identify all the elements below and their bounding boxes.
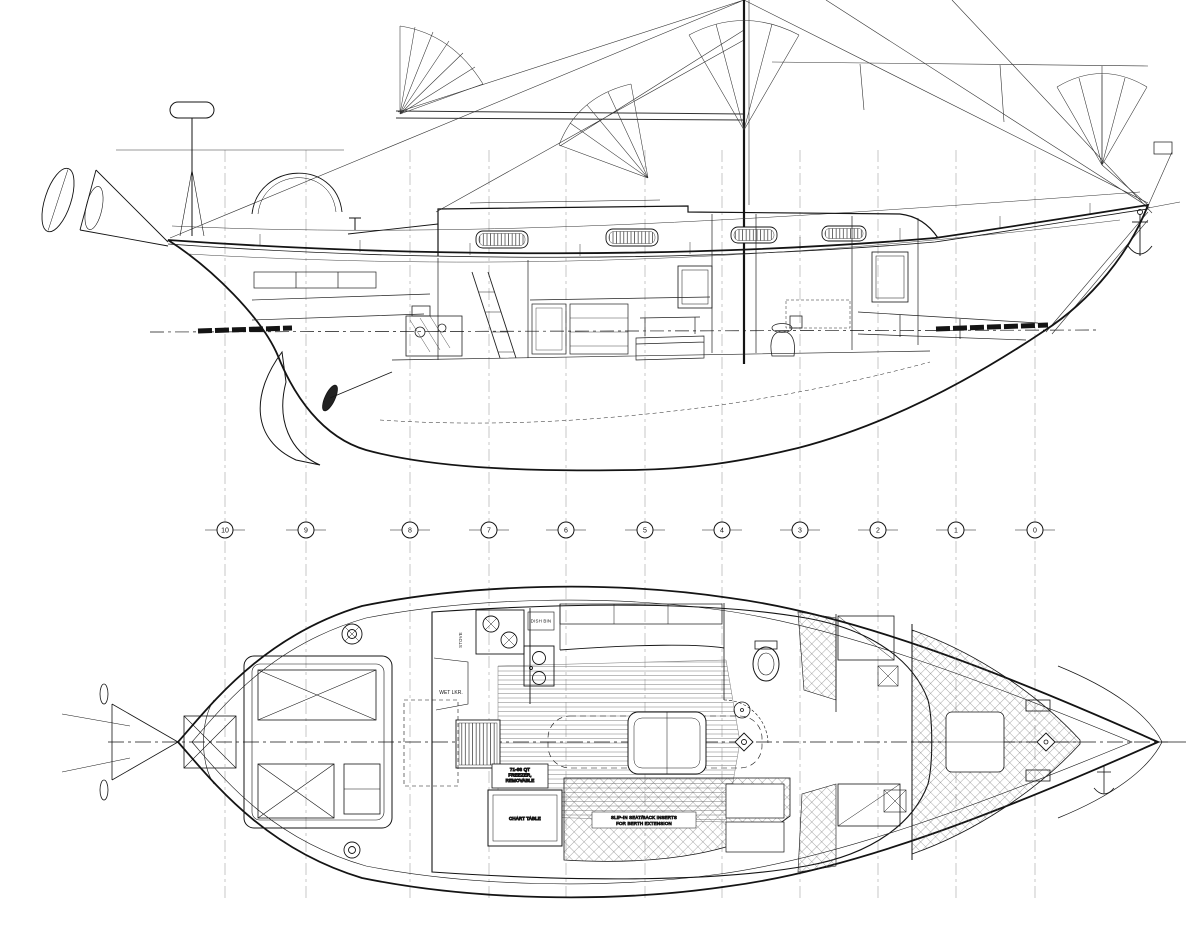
propeller bbox=[322, 371, 393, 412]
furled-sail-fan-mast bbox=[688, 20, 800, 131]
bow-hardware bbox=[1025, 665, 1186, 819]
rigging bbox=[169, 0, 1181, 335]
svg-text:4: 4 bbox=[720, 528, 724, 535]
lifelines bbox=[116, 149, 1141, 256]
windvane-plan bbox=[61, 683, 179, 801]
plan-view: DISH BIN STOVE WET LKR. bbox=[61, 585, 1186, 899]
station-marker: 7 bbox=[469, 521, 509, 539]
wet-locker bbox=[433, 657, 469, 711]
v-berth bbox=[911, 624, 1081, 860]
station-marker: 10 bbox=[205, 521, 245, 539]
cabin-trunk bbox=[347, 199, 939, 256]
toilet bbox=[752, 646, 780, 682]
head-sink bbox=[733, 701, 751, 719]
svg-text:8: 8 bbox=[408, 528, 412, 535]
svg-text:SLIP-IN SEAT/BACK INSERTS: SLIP-IN SEAT/BACK INSERTS bbox=[611, 815, 677, 820]
ladder-plan bbox=[455, 719, 501, 769]
cove-line bbox=[187, 219, 1121, 263]
radar-pole bbox=[169, 101, 215, 237]
interior-profile bbox=[251, 214, 1039, 424]
sheer-strake bbox=[167, 208, 1149, 258]
winch bbox=[341, 623, 363, 859]
svg-text:1: 1 bbox=[954, 528, 958, 535]
station-marker: 9 bbox=[286, 521, 326, 539]
rudder bbox=[259, 350, 321, 466]
svg-text:71-86 QT: 71-86 QT bbox=[510, 767, 530, 772]
station-marker: 5 bbox=[625, 521, 665, 539]
svg-text:WET LKR.: WET LKR. bbox=[439, 690, 463, 696]
furled-sail-fan-mid bbox=[558, 83, 649, 179]
cockpit-arch bbox=[251, 172, 343, 215]
svg-text:9: 9 bbox=[304, 528, 308, 535]
svg-text:STOVE: STOVE bbox=[458, 632, 463, 648]
anchor-plan bbox=[1093, 766, 1115, 795]
toilet-profile bbox=[770, 315, 803, 357]
svg-text:FREEZER,: FREEZER, bbox=[508, 773, 531, 778]
head-compartment bbox=[723, 603, 837, 745]
station-marker: 1 bbox=[936, 521, 976, 539]
svg-text:0: 0 bbox=[1033, 528, 1037, 535]
svg-text:CHART TABLE: CHART TABLE bbox=[509, 816, 541, 821]
station-marker: 3 bbox=[780, 521, 820, 539]
svg-text:FOR BERTH EXTENSION: FOR BERTH EXTENSION bbox=[616, 821, 672, 826]
mast-plan bbox=[734, 732, 754, 752]
hanging-locker bbox=[797, 615, 907, 873]
svg-text:DISH BIN: DISH BIN bbox=[531, 619, 552, 624]
dish-bin bbox=[527, 611, 555, 631]
transom-detail bbox=[203, 699, 215, 785]
station-marker: 8 bbox=[390, 521, 430, 539]
furled-headsail-fan bbox=[1056, 73, 1148, 166]
engine-hidden-plan bbox=[403, 699, 459, 787]
starboard-berth: SLIP-IN SEAT/BACK INSERTS FOR BERTH EXTE… bbox=[563, 777, 791, 862]
furled-sail-fan-aft-boom bbox=[399, 25, 484, 115]
deck-edge-inner bbox=[191, 599, 1133, 885]
freezer: 71-86 QT FREEZER, REMOVABLE bbox=[491, 763, 549, 789]
svg-text:2: 2 bbox=[876, 528, 880, 535]
stove bbox=[475, 609, 525, 655]
svg-text:REMOVABLE: REMOVABLE bbox=[506, 778, 535, 783]
sink bbox=[523, 645, 555, 687]
hull-profile bbox=[167, 203, 1150, 472]
svg-text:5: 5 bbox=[643, 528, 647, 535]
cockpit bbox=[183, 655, 393, 829]
svg-text:10: 10 bbox=[221, 528, 229, 535]
station-marker: 6 bbox=[546, 521, 586, 539]
svg-text:7: 7 bbox=[487, 528, 491, 535]
companionway-doors bbox=[677, 251, 909, 309]
portlights bbox=[475, 225, 867, 249]
profile-view bbox=[41, 0, 1181, 472]
station-marker: 2 bbox=[858, 521, 898, 539]
companionway-ladder bbox=[471, 271, 517, 359]
galley: DISH BIN STOVE WET LKR. bbox=[433, 608, 555, 711]
saloon-table bbox=[627, 711, 707, 775]
station-marker: 0 bbox=[1015, 521, 1055, 539]
svg-text:3: 3 bbox=[798, 528, 802, 535]
chart-table: CHART TABLE bbox=[487, 789, 563, 847]
engine bbox=[405, 305, 463, 357]
svg-text:6: 6 bbox=[564, 528, 568, 535]
windvane bbox=[41, 167, 169, 247]
station-markers: 10 9 8 7 6 5 4 3 2 1 0 bbox=[205, 521, 1055, 539]
bow-anchor bbox=[1127, 141, 1173, 256]
port-settee bbox=[559, 603, 725, 651]
waterline bbox=[149, 322, 1101, 334]
station-marker: 4 bbox=[702, 521, 742, 539]
